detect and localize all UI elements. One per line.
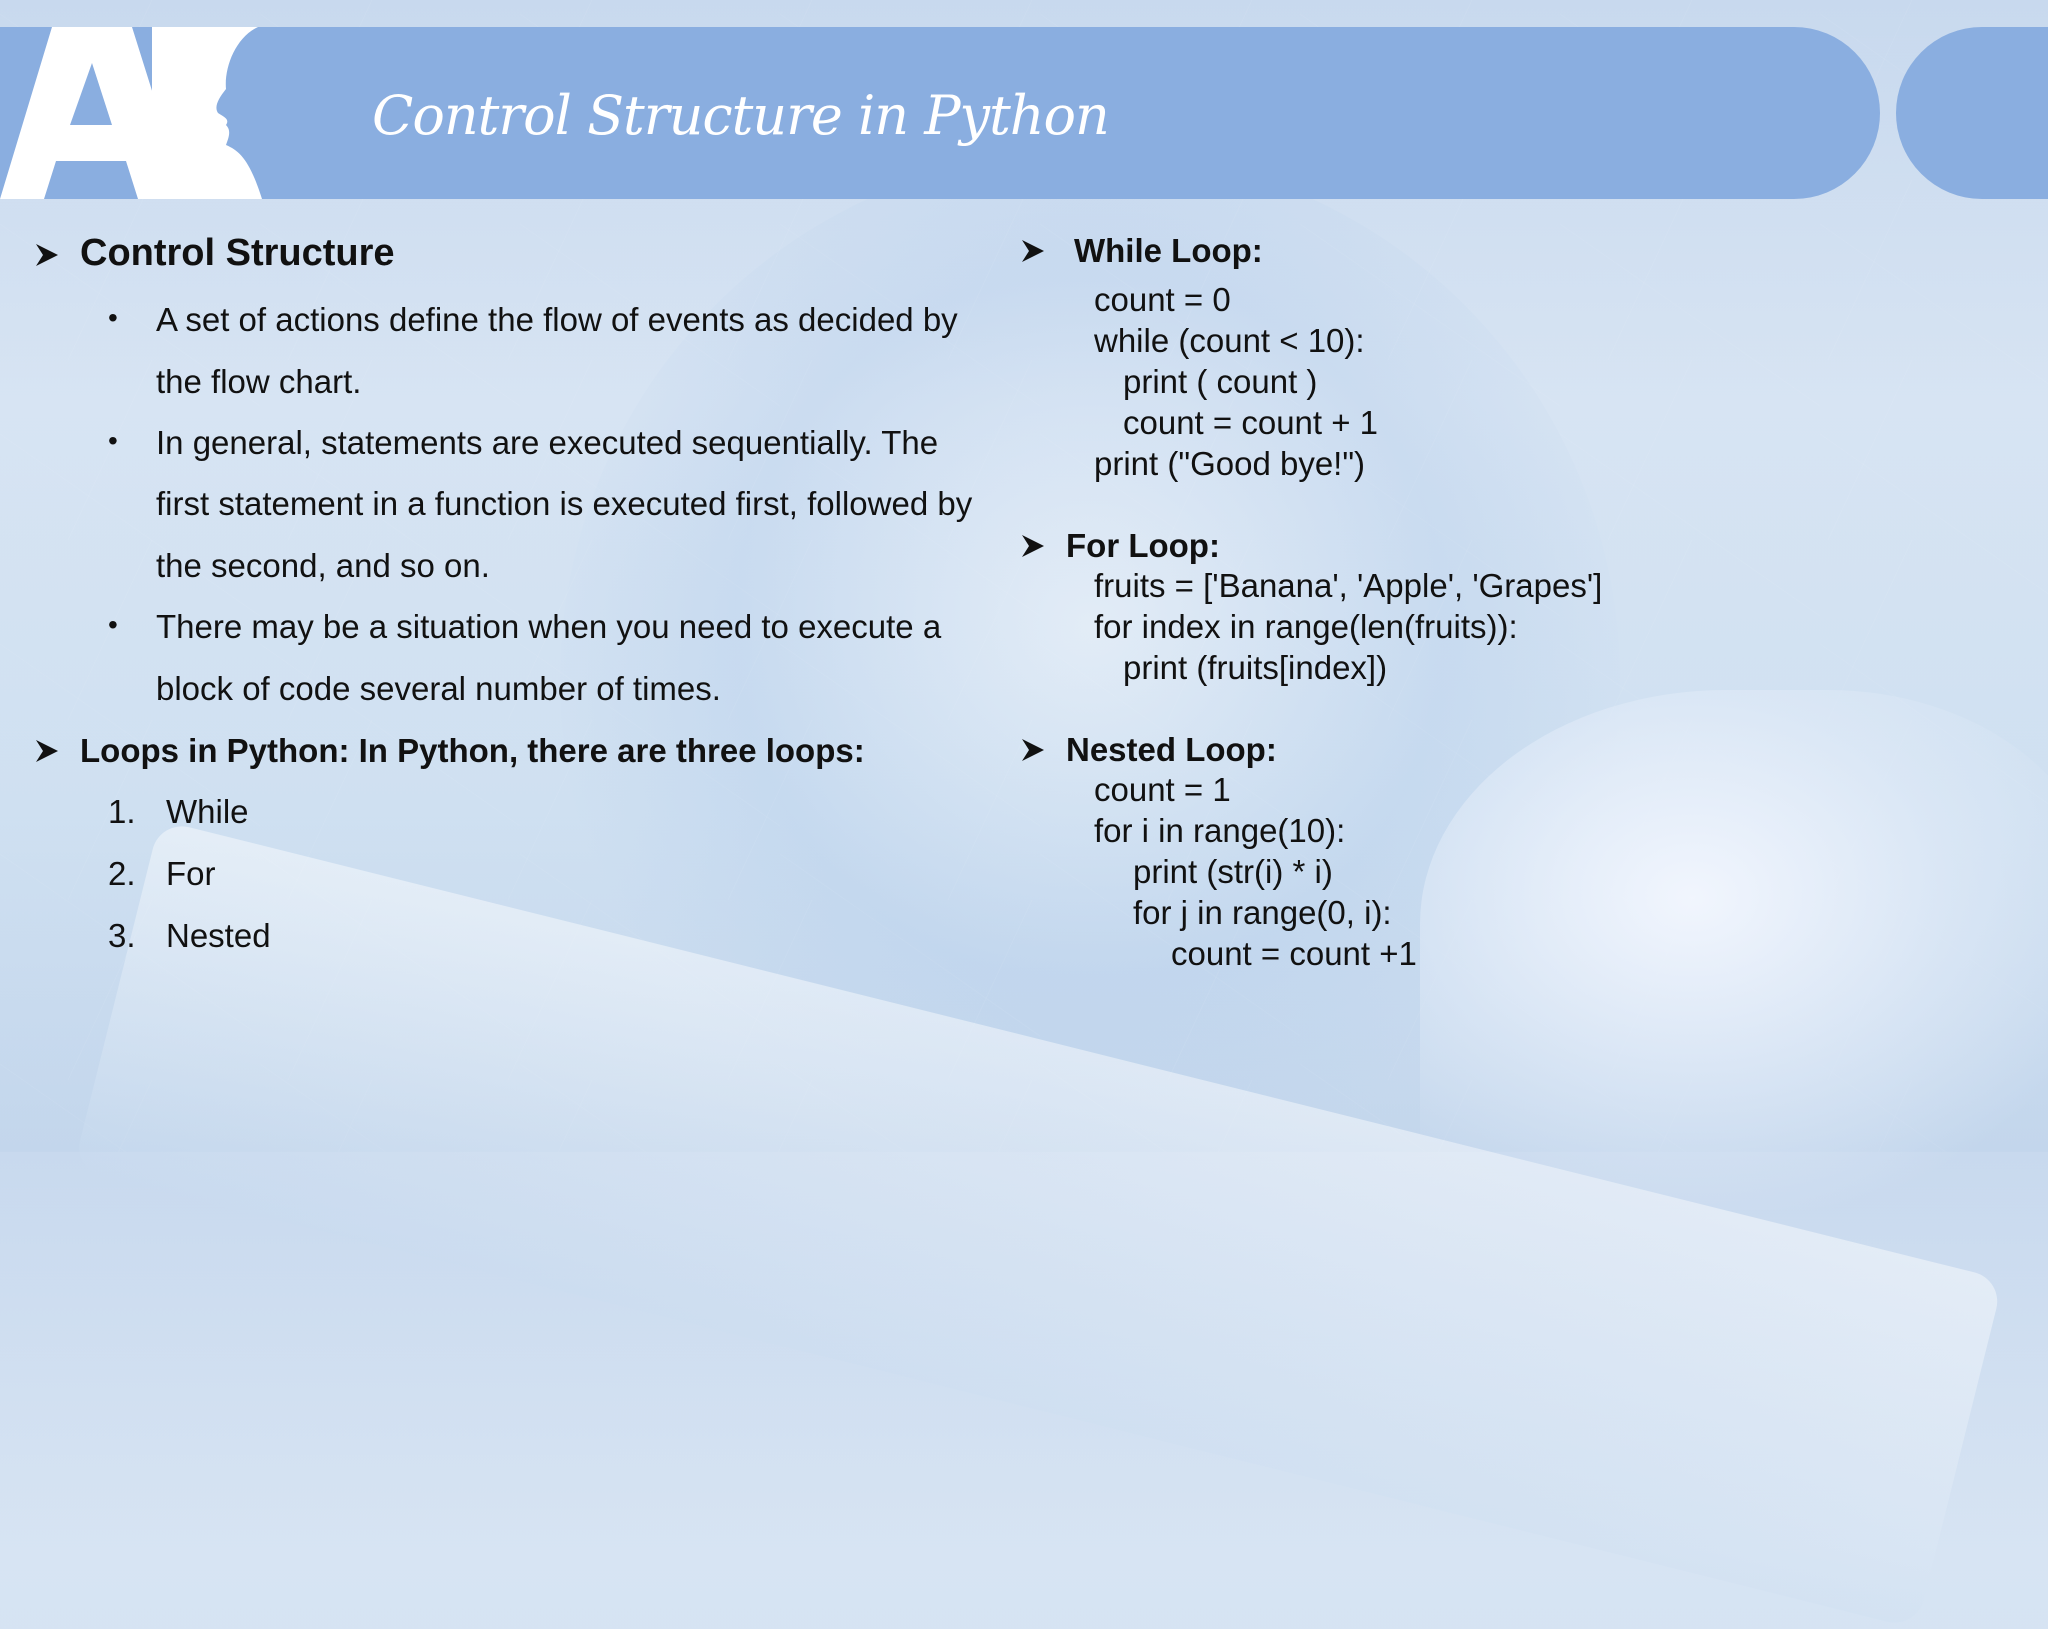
while-code-line: count = count + 1 [1123, 404, 1379, 441]
nested-code-line: count = count +1 [1171, 935, 1417, 972]
dot-bullet-icon: • [108, 302, 118, 333]
for-code-line: print (fruits[index]) [1123, 649, 1388, 686]
bullet-1-line-2: the flow chart. [156, 363, 362, 400]
bullet-2-line-2: first statement in a function is execute… [156, 485, 973, 522]
section-title-control-structure: Control Structure [80, 232, 395, 274]
arrow-bullet-icon [36, 740, 58, 762]
for-code-line: for index in range(len(fruits)): [1094, 608, 1518, 645]
arrow-bullet-icon [1022, 240, 1044, 262]
while-code-line: print ( count ) [1123, 363, 1318, 400]
arrow-bullet-icon [1022, 535, 1044, 557]
while-code-line: count = 0 [1094, 281, 1231, 318]
arrow-bullet-icon [1022, 739, 1044, 761]
nested-code-line: for j in range(0, i): [1133, 894, 1392, 931]
nested-code-line: count = 1 [1094, 771, 1231, 808]
loop-number: 3. [108, 917, 136, 954]
for-code-line: fruits = ['Banana', 'Apple', 'Grapes'] [1094, 567, 1603, 604]
arrow-bullet-icon [36, 244, 58, 266]
bullet-3-line-1: There may be a situation when you need t… [156, 608, 942, 645]
dot-bullet-icon: • [108, 425, 118, 456]
ai-head-logo: AI [0, 27, 262, 199]
section-title-loops: Loops in Python: In Python, there are th… [80, 732, 865, 769]
while-loop-title: While Loop: [1074, 232, 1263, 269]
loop-label-for: For [166, 855, 216, 892]
loop-label-while: While [166, 793, 249, 830]
nested-code-line: for i in range(10): [1094, 812, 1346, 849]
nested-loop-title: Nested Loop: [1066, 731, 1277, 768]
background-hand [1420, 690, 2048, 1210]
header-band [0, 27, 1880, 199]
header-pill-decoration [1896, 27, 2048, 199]
while-code-line: while (count < 10): [1094, 322, 1365, 359]
bullet-2-line-3: the second, and so on. [156, 547, 490, 584]
nested-code-line: print (str(i) * i) [1133, 853, 1333, 890]
bullet-2-line-1: In general, statements are executed sequ… [156, 424, 939, 461]
bullet-3-line-2: block of code several number of times. [156, 670, 721, 707]
slide-title: Control Structure in Python [372, 84, 1110, 147]
loop-number: 2. [108, 855, 136, 892]
loop-label-nested: Nested [166, 917, 271, 954]
bullet-1-line-1: A set of actions define the flow of even… [156, 301, 958, 338]
dot-bullet-icon: • [108, 609, 118, 640]
for-loop-title: For Loop: [1066, 527, 1220, 564]
loop-number: 1. [108, 793, 136, 830]
while-code-line: print ("Good bye!") [1094, 445, 1366, 482]
